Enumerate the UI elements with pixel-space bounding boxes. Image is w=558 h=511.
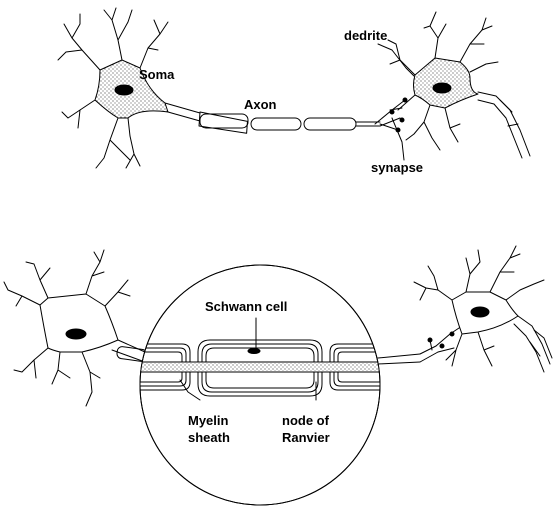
schwann-cell-label: Schwann cell	[205, 299, 287, 314]
axon-label: Axon	[244, 97, 277, 112]
top-left-neuron	[57, 7, 169, 169]
nucleus-bottom-left	[65, 328, 87, 340]
nucleus-top-left	[114, 84, 134, 96]
myelin-sheath-label-line1: Myelin	[188, 413, 229, 428]
bottom-left-neuron	[3, 249, 131, 407]
soma-label: Soma	[139, 67, 175, 82]
top-right-neuron	[387, 11, 531, 159]
dendrite-label: dedrite	[344, 28, 387, 43]
node-of-ranvier-label-line1: node of	[282, 413, 330, 428]
top-axon	[164, 102, 381, 134]
nucleus-top-right	[432, 82, 452, 94]
soma-bottom-left	[39, 293, 119, 353]
schwann-nucleus	[247, 348, 261, 354]
synapse-label: synapse	[371, 160, 423, 175]
leader-lines	[179, 43, 415, 401]
myelin-sheath-label-line2: sheath	[188, 430, 230, 445]
bottom-axon-right	[377, 345, 439, 365]
nucleus-bottom-right	[470, 306, 490, 318]
bottom-synapse	[427, 325, 463, 353]
bottom-axon-left	[111, 339, 148, 363]
bottom-right-neuron	[413, 245, 553, 373]
myelinated-axon-closeup	[140, 339, 380, 397]
top-synapse	[374, 97, 408, 133]
node-of-ranvier-label-line2: Ranvier	[282, 430, 330, 445]
